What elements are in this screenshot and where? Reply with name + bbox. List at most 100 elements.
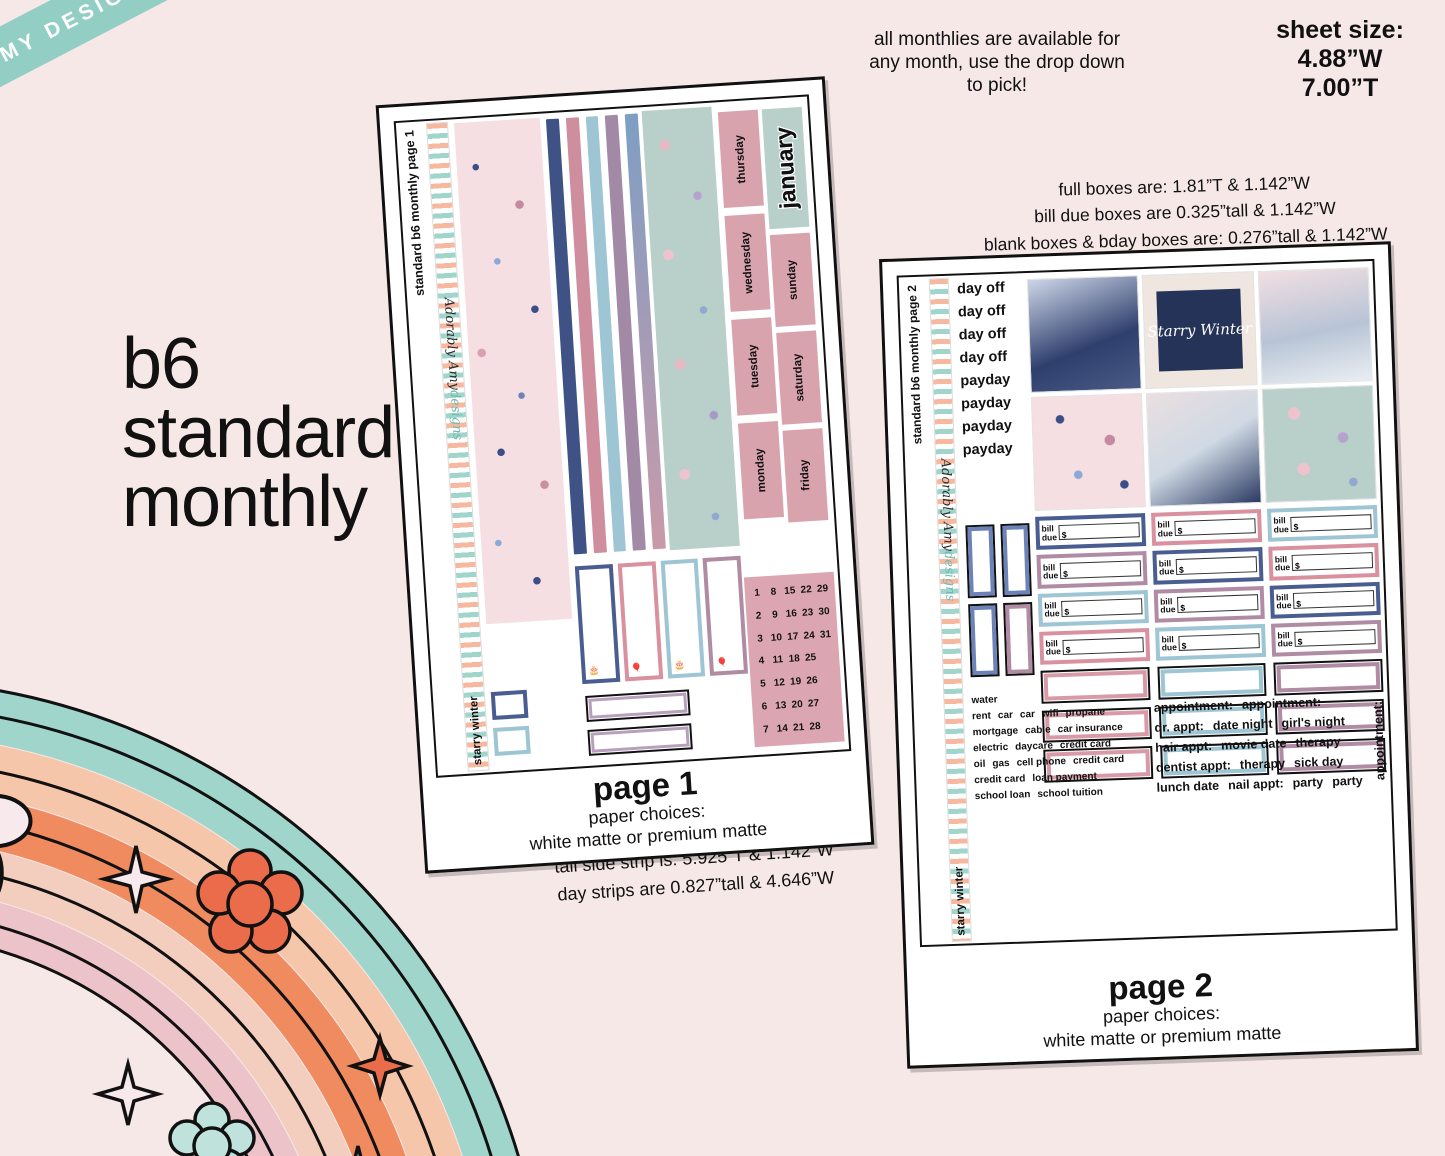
- date-number: 20: [791, 699, 804, 711]
- day-strip: thursday: [717, 109, 764, 209]
- blank-wide-box: [587, 723, 693, 756]
- appointment-word-sticker: dentist appt:: [1155, 758, 1232, 775]
- date-number: [822, 714, 840, 738]
- bill-word-sticker: oil: [973, 758, 986, 771]
- date-number: 11: [772, 654, 784, 667]
- bill-word-sticker: electric: [972, 741, 1009, 755]
- art-box-cabin-snowman: [1257, 267, 1373, 385]
- full-box: 🎈: [702, 555, 749, 676]
- bill-amount-field[interactable]: [1061, 598, 1143, 617]
- appointment-word-sticker: sick day: [1293, 754, 1344, 771]
- title-line-3: monthly: [122, 462, 368, 543]
- day-strip: monday: [737, 421, 785, 520]
- page-1-content: standard b6 monthly page 1 Adorably Amyd…: [393, 94, 852, 778]
- bill-due-boxes-grid: billduebillduebillduebillduebillduebilld…: [1035, 504, 1383, 665]
- decorative-art-boxes: Starry Winter: [1026, 267, 1377, 511]
- birthday-box: [493, 725, 531, 756]
- appointment-word-sticker: girl's night: [1281, 714, 1346, 731]
- day-off-payday-label: day off: [959, 348, 1008, 367]
- four-point-star-icon: [353, 1145, 363, 1156]
- appointment-word-stickers: appointment:appointment:dr. appt:date ni…: [1154, 692, 1398, 801]
- date-number: 1: [753, 587, 761, 599]
- appointment-word-sticker: party: [1331, 773, 1363, 789]
- bill-word-sticker: water: [971, 694, 998, 707]
- bill-amount-field[interactable]: [1062, 636, 1144, 656]
- date-number: 8: [770, 586, 777, 598]
- bill-amount-field[interactable]: [1174, 518, 1256, 537]
- balloon-icon: 🎈: [716, 656, 729, 668]
- tall-blank-boxes: [965, 523, 1035, 678]
- appointment-word-sticker: movie date: [1220, 736, 1287, 753]
- bill-amount-field[interactable]: [1059, 560, 1142, 579]
- date-number: 7: [762, 724, 770, 736]
- date-number: 29: [816, 583, 829, 595]
- date-number: 19: [789, 676, 802, 689]
- date-number: 30: [818, 605, 830, 618]
- date-number: 5: [759, 678, 767, 691]
- day-off-payday-label: payday: [962, 440, 1013, 459]
- day-off-payday-label: payday: [960, 371, 1011, 390]
- tall-blank-box: [965, 524, 997, 599]
- bill-amount-field[interactable]: [1177, 594, 1259, 613]
- date-number: 27: [807, 698, 820, 710]
- collection-name-label: starry winter: [953, 866, 968, 936]
- page-1-stickers: thursday wednesday tuesday monday januar…: [452, 96, 849, 772]
- bill-word-sticker: gas: [992, 757, 1010, 770]
- month-strip: january: [761, 106, 810, 230]
- bill-amount-field[interactable]: [1178, 632, 1260, 652]
- bill-word-sticker: car insurance: [1057, 721, 1123, 736]
- date-number: 15: [783, 585, 796, 597]
- four-point-star-icon: [97, 845, 175, 914]
- bill-amount-field[interactable]: [1294, 628, 1376, 648]
- orange-flower-icon: [196, 848, 304, 954]
- page-2-caption: page 2 paper choices: white matte or pre…: [907, 961, 1415, 1057]
- appointment-vertical-sticker: appointment:: [1370, 700, 1388, 781]
- day-off-payday-label: day off: [956, 279, 1005, 298]
- bill-word-sticker: wifi: [1041, 708, 1059, 720]
- bill-word-sticker: propane: [1065, 706, 1106, 719]
- balloon-icon: 🎈: [630, 662, 643, 673]
- day-strip: tuesday: [731, 317, 778, 416]
- date-number: 12: [773, 677, 786, 690]
- date-number: 22: [800, 584, 813, 596]
- date-number: 26: [806, 675, 818, 688]
- day-off-payday-label: payday: [960, 394, 1012, 413]
- bill-amount-field[interactable]: [1058, 522, 1140, 541]
- bill-amount-field[interactable]: [1292, 590, 1375, 609]
- bill-word-row: credit card loan payment: [974, 769, 1149, 786]
- bill-amount-field[interactable]: [1291, 552, 1374, 571]
- bill-word-sticker: credit card: [1072, 753, 1125, 767]
- title-line-1: b6: [122, 324, 201, 404]
- bill-word-sticker: car: [1019, 709, 1036, 721]
- date-number: [821, 691, 839, 715]
- appointment-word-sticker: therapy: [1295, 734, 1341, 750]
- bill-amount-field[interactable]: [1175, 556, 1258, 575]
- bill-amount-field[interactable]: [1290, 513, 1372, 533]
- date-number: 17: [786, 630, 799, 643]
- date-number: [820, 668, 838, 692]
- date-number: 13: [774, 700, 787, 712]
- appointment-word-sticker: appointment:: [1153, 698, 1234, 715]
- art-box-starry-winter-poster: Starry Winter: [1142, 271, 1258, 389]
- bill-word-sticker: loan payment: [1032, 770, 1098, 785]
- art-box-vanity-cloche: [1146, 389, 1262, 507]
- bill-word-sticker: credit card: [974, 773, 1026, 787]
